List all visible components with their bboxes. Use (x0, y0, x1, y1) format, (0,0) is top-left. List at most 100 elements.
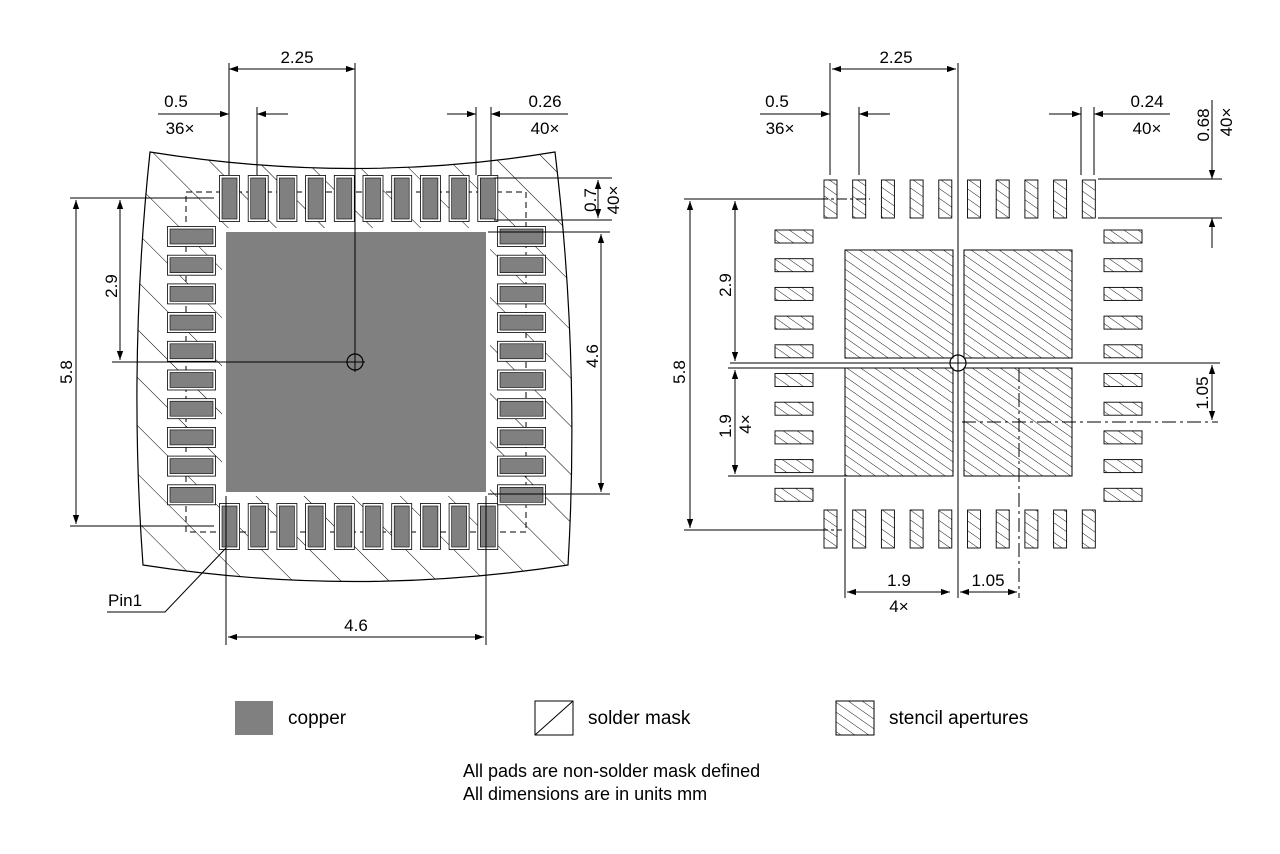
aperture-right (1103, 315, 1143, 330)
legend-stencil-label: stencil apertures (889, 708, 1028, 729)
notes: All pads are non-solder mask defined All… (463, 760, 760, 806)
dim-total-height: 5.8 (57, 360, 76, 384)
aperture-top (880, 179, 895, 219)
pad-right (497, 340, 546, 362)
dim-offset-horizontal: 1.05 (971, 571, 1004, 590)
pad-right (497, 426, 546, 448)
aperture-right (1103, 487, 1143, 502)
dim-center-aperture-width: 1.9 (887, 571, 911, 590)
pad-bottom (333, 503, 355, 550)
aperture-right (1103, 229, 1143, 244)
aperture-top (938, 179, 953, 219)
aperture-left (774, 286, 814, 301)
aperture-top (909, 179, 924, 219)
perimeter-stencil-apertures (774, 179, 1143, 549)
dim-center-aperture-height: 1.9 (716, 414, 735, 438)
pad-left (167, 340, 216, 362)
pad-top (448, 175, 470, 222)
dim-aperture-width: 0.24 (1130, 92, 1163, 111)
pad-right (497, 455, 546, 477)
dim-center-aperture-width-count: 4× (889, 597, 908, 616)
aperture-bottom (1024, 509, 1039, 549)
aperture-bottom (938, 509, 953, 549)
aperture-right (1103, 459, 1143, 474)
pad-top (333, 175, 355, 222)
pad-top (219, 175, 240, 222)
pad-bottom (247, 503, 269, 550)
dim-pitch-top: 2.25 (280, 48, 313, 67)
aperture-left (774, 459, 814, 474)
aperture-top (995, 179, 1010, 219)
aperture-left (774, 373, 814, 387)
pad-left (167, 398, 216, 420)
pad-left (167, 254, 216, 276)
legend-copper-swatch (235, 701, 273, 735)
pad-right (497, 254, 546, 276)
aperture-left (774, 430, 814, 445)
pad-right (497, 226, 546, 247)
aperture-left (774, 487, 814, 502)
dim-center-aperture-height-count: 4× (736, 414, 755, 433)
note-line-1: All pads are non-solder mask defined (463, 761, 761, 781)
dim-pad-width: 0.26 (528, 92, 561, 111)
pad-bottom (305, 503, 327, 550)
legend: copper solder mask stencil apertures (235, 700, 1028, 736)
right-view: 2.25 0.5 36× 0.24 40× 0.68 40× 2.9 5.8 (670, 48, 1236, 616)
pad-top (391, 175, 413, 222)
aperture-bottom (909, 509, 924, 549)
perimeter-pads (167, 175, 546, 550)
aperture-bottom (852, 509, 867, 549)
pad-right (497, 312, 546, 334)
pad-top (419, 175, 441, 222)
dim-pad-width-count: 40× (531, 119, 560, 138)
aperture-bottom (1053, 509, 1068, 549)
dim-pad-length: 0.7 (581, 188, 600, 212)
pad-left (167, 283, 216, 305)
pad-bottom (362, 503, 384, 550)
pad-right (497, 369, 546, 391)
aperture-right (1103, 373, 1143, 387)
pad-bottom (219, 503, 240, 550)
dim-pad-pitch-count-right: 36× (766, 119, 795, 138)
aperture-left (774, 229, 814, 244)
pad-bottom (391, 503, 413, 550)
note-line-2: All dimensions are in units mm (463, 784, 708, 804)
dim-pad-pitch-count: 36× (166, 119, 195, 138)
pad-top (305, 175, 327, 222)
center-aperture-top-right (963, 249, 1073, 359)
dim-pad-pitch-right: 0.5 (765, 92, 789, 111)
center-mark (949, 354, 967, 372)
pad-left (167, 455, 216, 477)
aperture-top (967, 179, 981, 219)
aperture-bottom (880, 509, 895, 549)
aperture-right (1103, 430, 1143, 445)
pad-left (167, 426, 216, 448)
center-aperture-top-left (844, 249, 954, 359)
pad-bottom (448, 503, 470, 550)
dim-aperture-length: 0.68 (1194, 108, 1213, 141)
dim-center-pad-width: 4.6 (344, 616, 368, 635)
pad-bottom (419, 503, 441, 550)
aperture-bottom (995, 509, 1010, 549)
dim-aperture-length-count: 40× (1217, 108, 1236, 137)
legend-copper-label: copper (288, 708, 347, 729)
dim-offset-vertical: 1.05 (1193, 376, 1212, 409)
pad-top (477, 175, 499, 222)
legend-solder-mask-swatch (534, 700, 574, 736)
aperture-right (1103, 344, 1143, 359)
pad-right (497, 398, 546, 420)
pad-left (167, 369, 216, 391)
pad-right (497, 283, 546, 305)
dim-pad-pitch: 0.5 (164, 92, 188, 111)
dim-pad-length-count: 40× (604, 186, 623, 215)
dim-aperture-width-count: 40× (1133, 119, 1162, 138)
aperture-top (1081, 179, 1096, 219)
dim-pitch-top-right: 2.25 (879, 48, 912, 67)
aperture-left (774, 401, 814, 416)
dim-center-pad-height: 4.6 (583, 344, 602, 368)
aperture-bottom (1081, 509, 1096, 549)
aperture-right (1103, 286, 1143, 301)
aperture-left (774, 344, 814, 359)
legend-stencil-swatch (835, 700, 875, 736)
